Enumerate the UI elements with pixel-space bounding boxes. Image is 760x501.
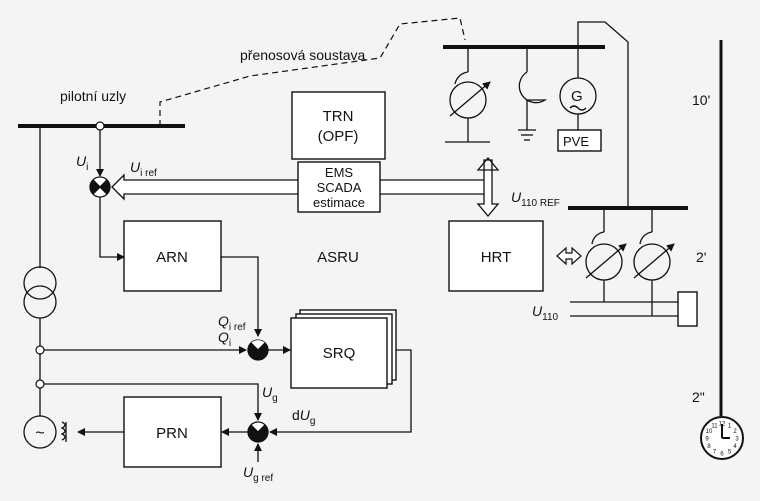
generator-g-symbol: G: [571, 88, 583, 105]
transmission-link-dashed: [159, 17, 466, 126]
ems-to-hrt-link: [380, 179, 487, 195]
transmission-to-hrt-line: [577, 21, 629, 208]
time-label-2sec: 2": [692, 389, 705, 405]
clock-numeral: 11: [711, 424, 718, 430]
clock-numeral: 9: [705, 437, 709, 443]
prn-label: PRN: [156, 425, 188, 442]
arn-label: ARN: [156, 249, 188, 266]
q-measurement-point: [35, 345, 45, 355]
synchronous-generator: [23, 415, 57, 449]
clock-numeral: 2: [733, 429, 737, 435]
bus-110-end: [677, 291, 698, 327]
srq-box: [290, 317, 388, 389]
u110ref-label: U110 REF: [511, 189, 560, 209]
reactive-power-summing-junction: [247, 339, 269, 361]
clock-numeral: 4: [733, 444, 737, 450]
time-label-2min: 2': [696, 249, 706, 265]
pumped-storage-generator: G PVE: [557, 47, 602, 152]
generator-voltage-summing-junction: [247, 421, 269, 443]
time-label-10min: 10': [692, 92, 710, 108]
srq-label: SRQ: [323, 345, 356, 362]
trn-opf-box: [291, 91, 386, 160]
pve-label: PVE: [563, 134, 589, 149]
unit-transformer-winding-1: [23, 266, 57, 300]
u110-label: U110: [532, 303, 559, 323]
hrt-ems-double-arrow: [476, 156, 500, 218]
junction-to-arn: [99, 197, 125, 261]
ems-setpoint-arrow: [111, 173, 298, 201]
pilot-nodes-label: pilotní uzly: [60, 88, 126, 104]
phase-shifter-transformer: [445, 47, 491, 143]
pilot-node-measurement-point: [95, 121, 105, 131]
uiref-label: Ui ref: [130, 159, 157, 179]
u-feedback-line: [44, 383, 262, 421]
prn-box: [123, 396, 222, 468]
ems-scada-box: [297, 161, 381, 213]
tap-transformer-2: [633, 208, 675, 316]
tap-transformer-1: [585, 208, 627, 302]
qi-label: Qi: [218, 329, 231, 349]
hrt-box: [448, 220, 544, 292]
hrt-label: HRT: [481, 249, 512, 266]
arn-to-q-junction: [221, 256, 262, 337]
transmission-system-label: přenosová soustava: [240, 47, 366, 63]
voltage-summing-junction-pilot: [89, 176, 111, 198]
dug-label: dUg: [292, 407, 315, 427]
asru-label: ASRU: [317, 249, 359, 266]
estimation-label: estimace: [313, 195, 365, 210]
clock-numeral: 5: [728, 450, 732, 456]
u-measurement-point: [35, 379, 45, 389]
opf-label: (OPF): [318, 128, 359, 145]
generator-ac-symbol: ~: [35, 425, 44, 442]
clock-numeral: 7: [713, 450, 717, 456]
shunt-reactor: [518, 47, 548, 141]
trn-label: TRN: [323, 108, 354, 125]
qiref-label: Qi ref: [218, 313, 246, 333]
scada-label: SCADA: [317, 180, 362, 195]
hrt-transformer-double-arrow: [556, 246, 582, 266]
ems-label: EMS: [325, 165, 354, 180]
clock-numeral: 1: [728, 424, 732, 430]
ug-label: Ug: [262, 384, 278, 404]
srq-to-u-junction: [269, 349, 412, 436]
clock-icon: 121234567891011: [700, 416, 744, 460]
ugref-label: Ug ref: [243, 464, 273, 484]
clock-numeral: 6: [720, 452, 724, 458]
excitation-winding: [60, 421, 66, 441]
clock-numeral: 10: [706, 429, 713, 435]
ui-label: Ui: [76, 153, 88, 173]
clock-numeral: 3: [735, 437, 739, 443]
unit-transformer-winding-2: [23, 285, 57, 319]
clock-numeral: 8: [707, 444, 711, 450]
